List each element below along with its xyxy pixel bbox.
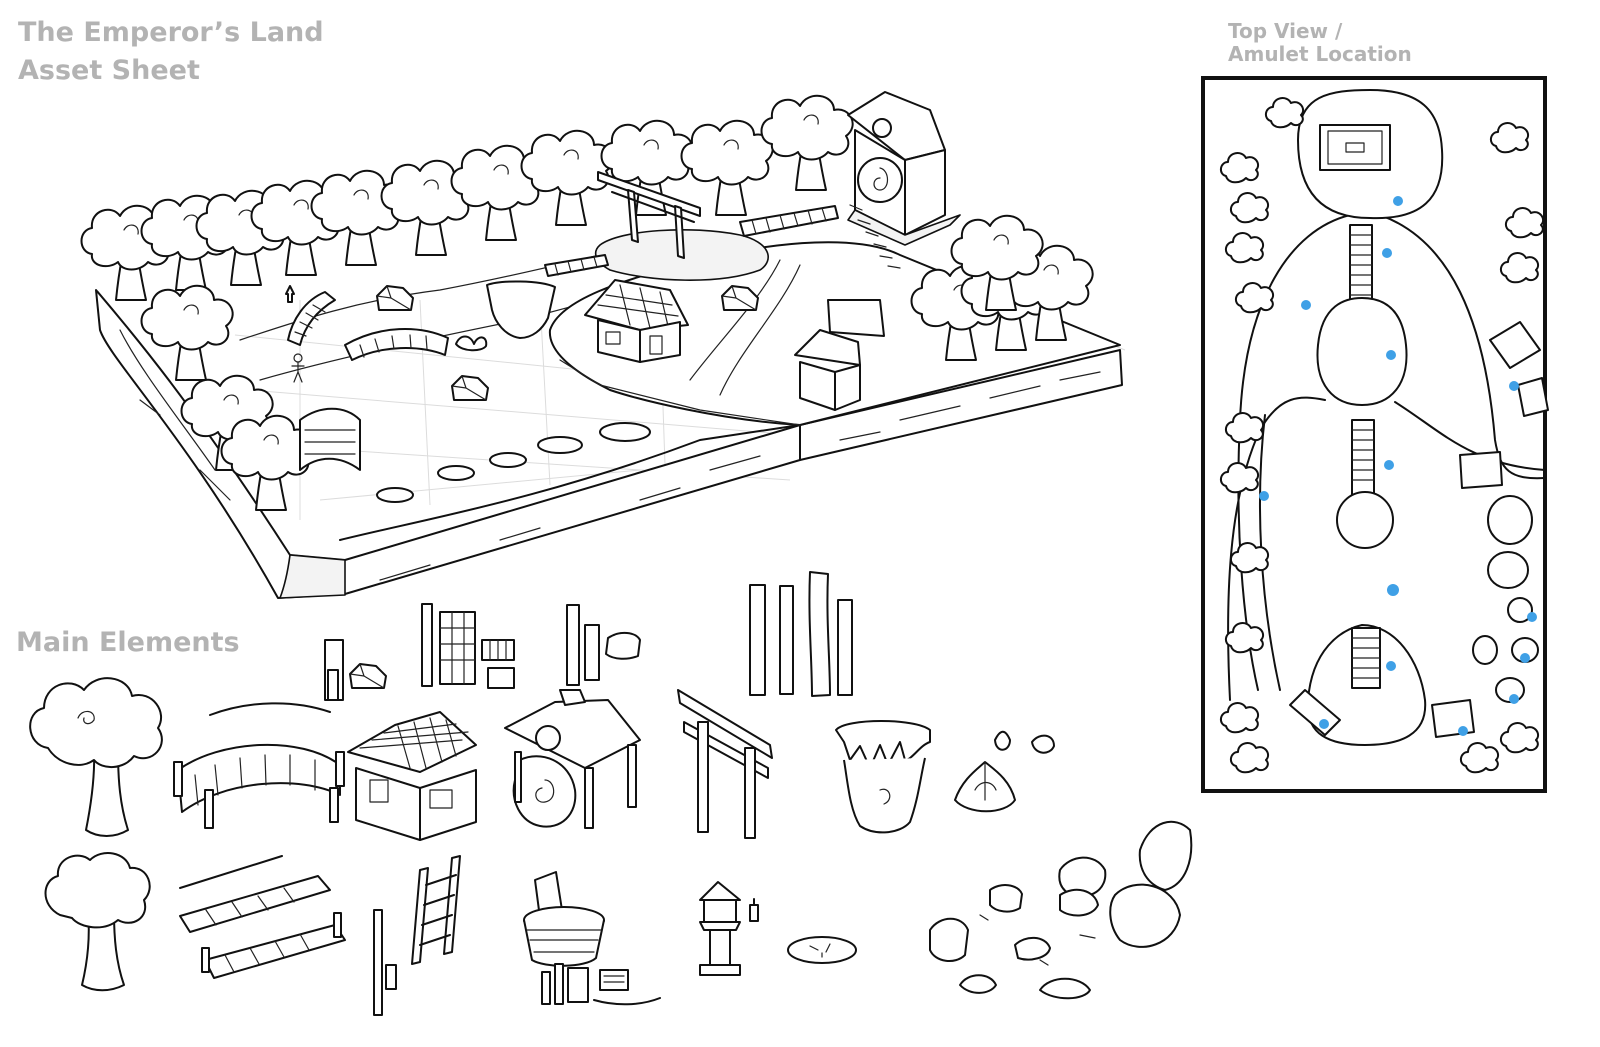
map-scale-figure [291,353,305,383]
amulet-marker [1520,653,1530,663]
asset-wooden-house [347,711,477,841]
asset-plank-bridge [179,855,346,979]
asset-gong-shrine [504,689,641,829]
map-arched-bridge [287,291,336,346]
map-stepping-stone [537,436,583,454]
asset-tree-plain [44,852,151,992]
map-arched-bridge [299,407,361,471]
map-bridge [739,205,839,237]
map-house [584,279,689,363]
amulet-marker [1319,719,1329,729]
amulet-marker [1382,248,1392,258]
asset-small-rock [349,663,387,689]
top-view-stepping-stone [1487,495,1533,545]
isometric-map [80,91,1126,599]
sheet-title-line-2: Asset Sheet [18,55,200,86]
top-view-ladder [1351,627,1381,689]
top-view-title-line-1: Top View / [1228,19,1343,43]
amulet-marker [1386,661,1396,671]
top-view-pond [1316,297,1408,406]
top-view-panel [1201,76,1549,793]
asset-arched-bridge [173,702,345,829]
main-elements-title: Main Elements [16,627,240,658]
sheet-title: The Emperor’s Land Asset Sheet [18,14,324,90]
asset-stone-lantern [699,881,759,976]
asset-lily-pad [787,936,857,964]
map-lantern [285,285,295,303]
map-gong-shrine [847,91,961,246]
asset-torii-gate [677,689,773,839]
asset-ladder [373,855,461,1016]
map-bridge [544,254,609,277]
amulet-marker [1301,300,1311,310]
main-elements-assets [29,571,1193,1016]
amulet-marker [1387,584,1399,596]
top-view-title: Top View / Amulet Location [1228,20,1412,66]
amulet-marker [1386,350,1396,360]
asset-lotus-flower [954,730,1055,813]
amulet-marker [1509,694,1519,704]
asset-wash-tub [523,871,661,1006]
map-stone-pillar [486,280,556,339]
amulet-marker [1527,612,1537,622]
amulet-marker [1509,381,1519,391]
asset-plank [421,603,433,687]
asset-rock-pile [929,820,1193,1000]
amulet-marker [1458,726,1468,736]
map-base-right [799,349,1123,461]
asset-tree-round [29,677,163,837]
sheet-title-line-1: The Emperor’s Land [18,17,324,48]
top-view-ladder [1351,419,1375,496]
top-view-house [1489,321,1541,369]
amulet-markers [1259,196,1537,736]
amulet-marker [1393,196,1403,206]
asset-tall-pillars [749,571,853,697]
amulet-marker [1259,491,1269,501]
map-arched-bridge [344,327,449,361]
top-view-stone [1336,491,1394,549]
asset-stone-pillar [835,720,931,834]
map-rock [451,375,489,401]
map-torii-gate [597,171,701,259]
top-view-title-line-2: Amulet Location [1228,42,1412,66]
map-lotus [455,335,488,352]
map-house [794,299,885,411]
amulet-marker [1384,460,1394,470]
top-view-ladder [1349,224,1373,306]
